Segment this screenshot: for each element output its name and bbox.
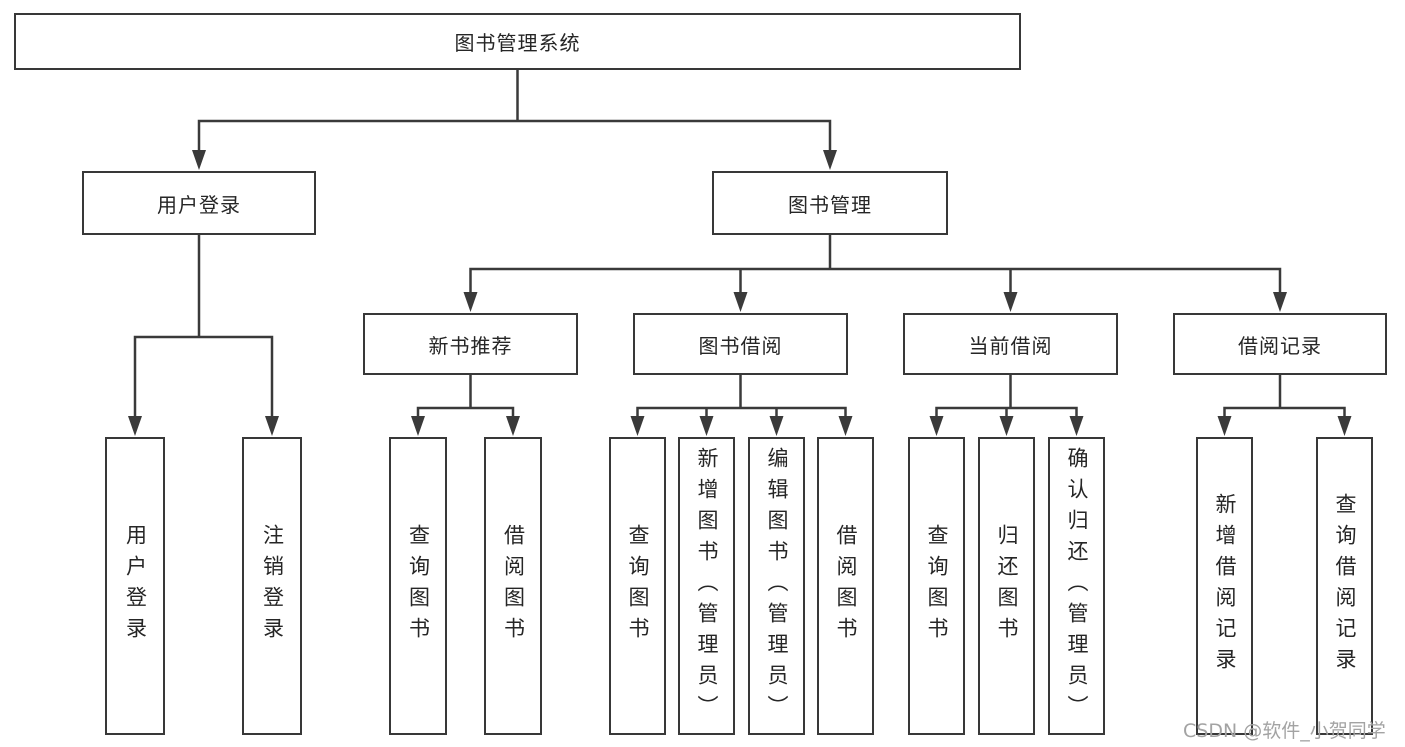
node-book-management-branch: 图书管理 bbox=[712, 171, 948, 235]
node-label: 查询借阅记录 bbox=[1333, 493, 1357, 679]
node-label: 新书推荐 bbox=[428, 333, 513, 358]
node-label: 查询图书 bbox=[925, 524, 949, 648]
node-label: 借阅图书 bbox=[501, 524, 526, 648]
node-label: 借阅记录 bbox=[1238, 333, 1322, 358]
node-label: 编辑图书（管理员） bbox=[765, 446, 789, 726]
node-label: 当前借阅 bbox=[968, 333, 1053, 358]
node-label: 确认归还（管理员） bbox=[1065, 446, 1089, 726]
leaf-query-books-recommend: 查询图书 bbox=[389, 437, 447, 735]
node-label: 图书管理 bbox=[788, 192, 872, 217]
leaf-add-borrow-record: 新增借阅记录 bbox=[1196, 437, 1253, 735]
node-label: 归还图书 bbox=[995, 524, 1019, 648]
node-label: 查询图书 bbox=[626, 524, 650, 648]
node-label: 图书借阅 bbox=[698, 333, 783, 358]
node-current-borrow: 当前借阅 bbox=[903, 313, 1118, 375]
node-user-login-branch: 用户登录 bbox=[82, 171, 316, 235]
node-new-book-recommend: 新书推荐 bbox=[363, 313, 578, 375]
node-root-library-system: 图书管理系统 bbox=[14, 13, 1021, 70]
leaf-return-books: 归还图书 bbox=[978, 437, 1035, 735]
node-label: 查询图书 bbox=[406, 524, 431, 648]
node-book-borrow: 图书借阅 bbox=[633, 313, 848, 375]
leaf-confirm-return-admin: 确认归还（管理员） bbox=[1048, 437, 1105, 735]
leaf-query-books-borrow: 查询图书 bbox=[609, 437, 666, 735]
leaf-borrow-books-recommend: 借阅图书 bbox=[484, 437, 542, 735]
node-label: 新增图书（管理员） bbox=[695, 446, 719, 726]
node-label: 借阅图书 bbox=[834, 524, 858, 648]
leaf-borrow-books: 借阅图书 bbox=[817, 437, 874, 735]
node-label: 用户登录 bbox=[157, 192, 241, 217]
csdn-watermark: CSDN @软件_小贺同学 bbox=[1183, 720, 1386, 742]
leaf-query-borrow-record: 查询借阅记录 bbox=[1316, 437, 1373, 735]
leaf-user-login: 用户登录 bbox=[105, 437, 165, 735]
leaf-query-books-current: 查询图书 bbox=[908, 437, 965, 735]
leaf-add-books-admin: 新增图书（管理员） bbox=[678, 437, 735, 735]
node-borrow-records: 借阅记录 bbox=[1173, 313, 1387, 375]
leaf-edit-books-admin: 编辑图书（管理员） bbox=[748, 437, 805, 735]
node-label: 注销登录 bbox=[260, 524, 285, 648]
node-label: 图书管理系统 bbox=[454, 31, 581, 55]
leaf-logout: 注销登录 bbox=[242, 437, 302, 735]
node-label: 新增借阅记录 bbox=[1213, 493, 1237, 679]
node-label: 用户登录 bbox=[123, 524, 148, 648]
